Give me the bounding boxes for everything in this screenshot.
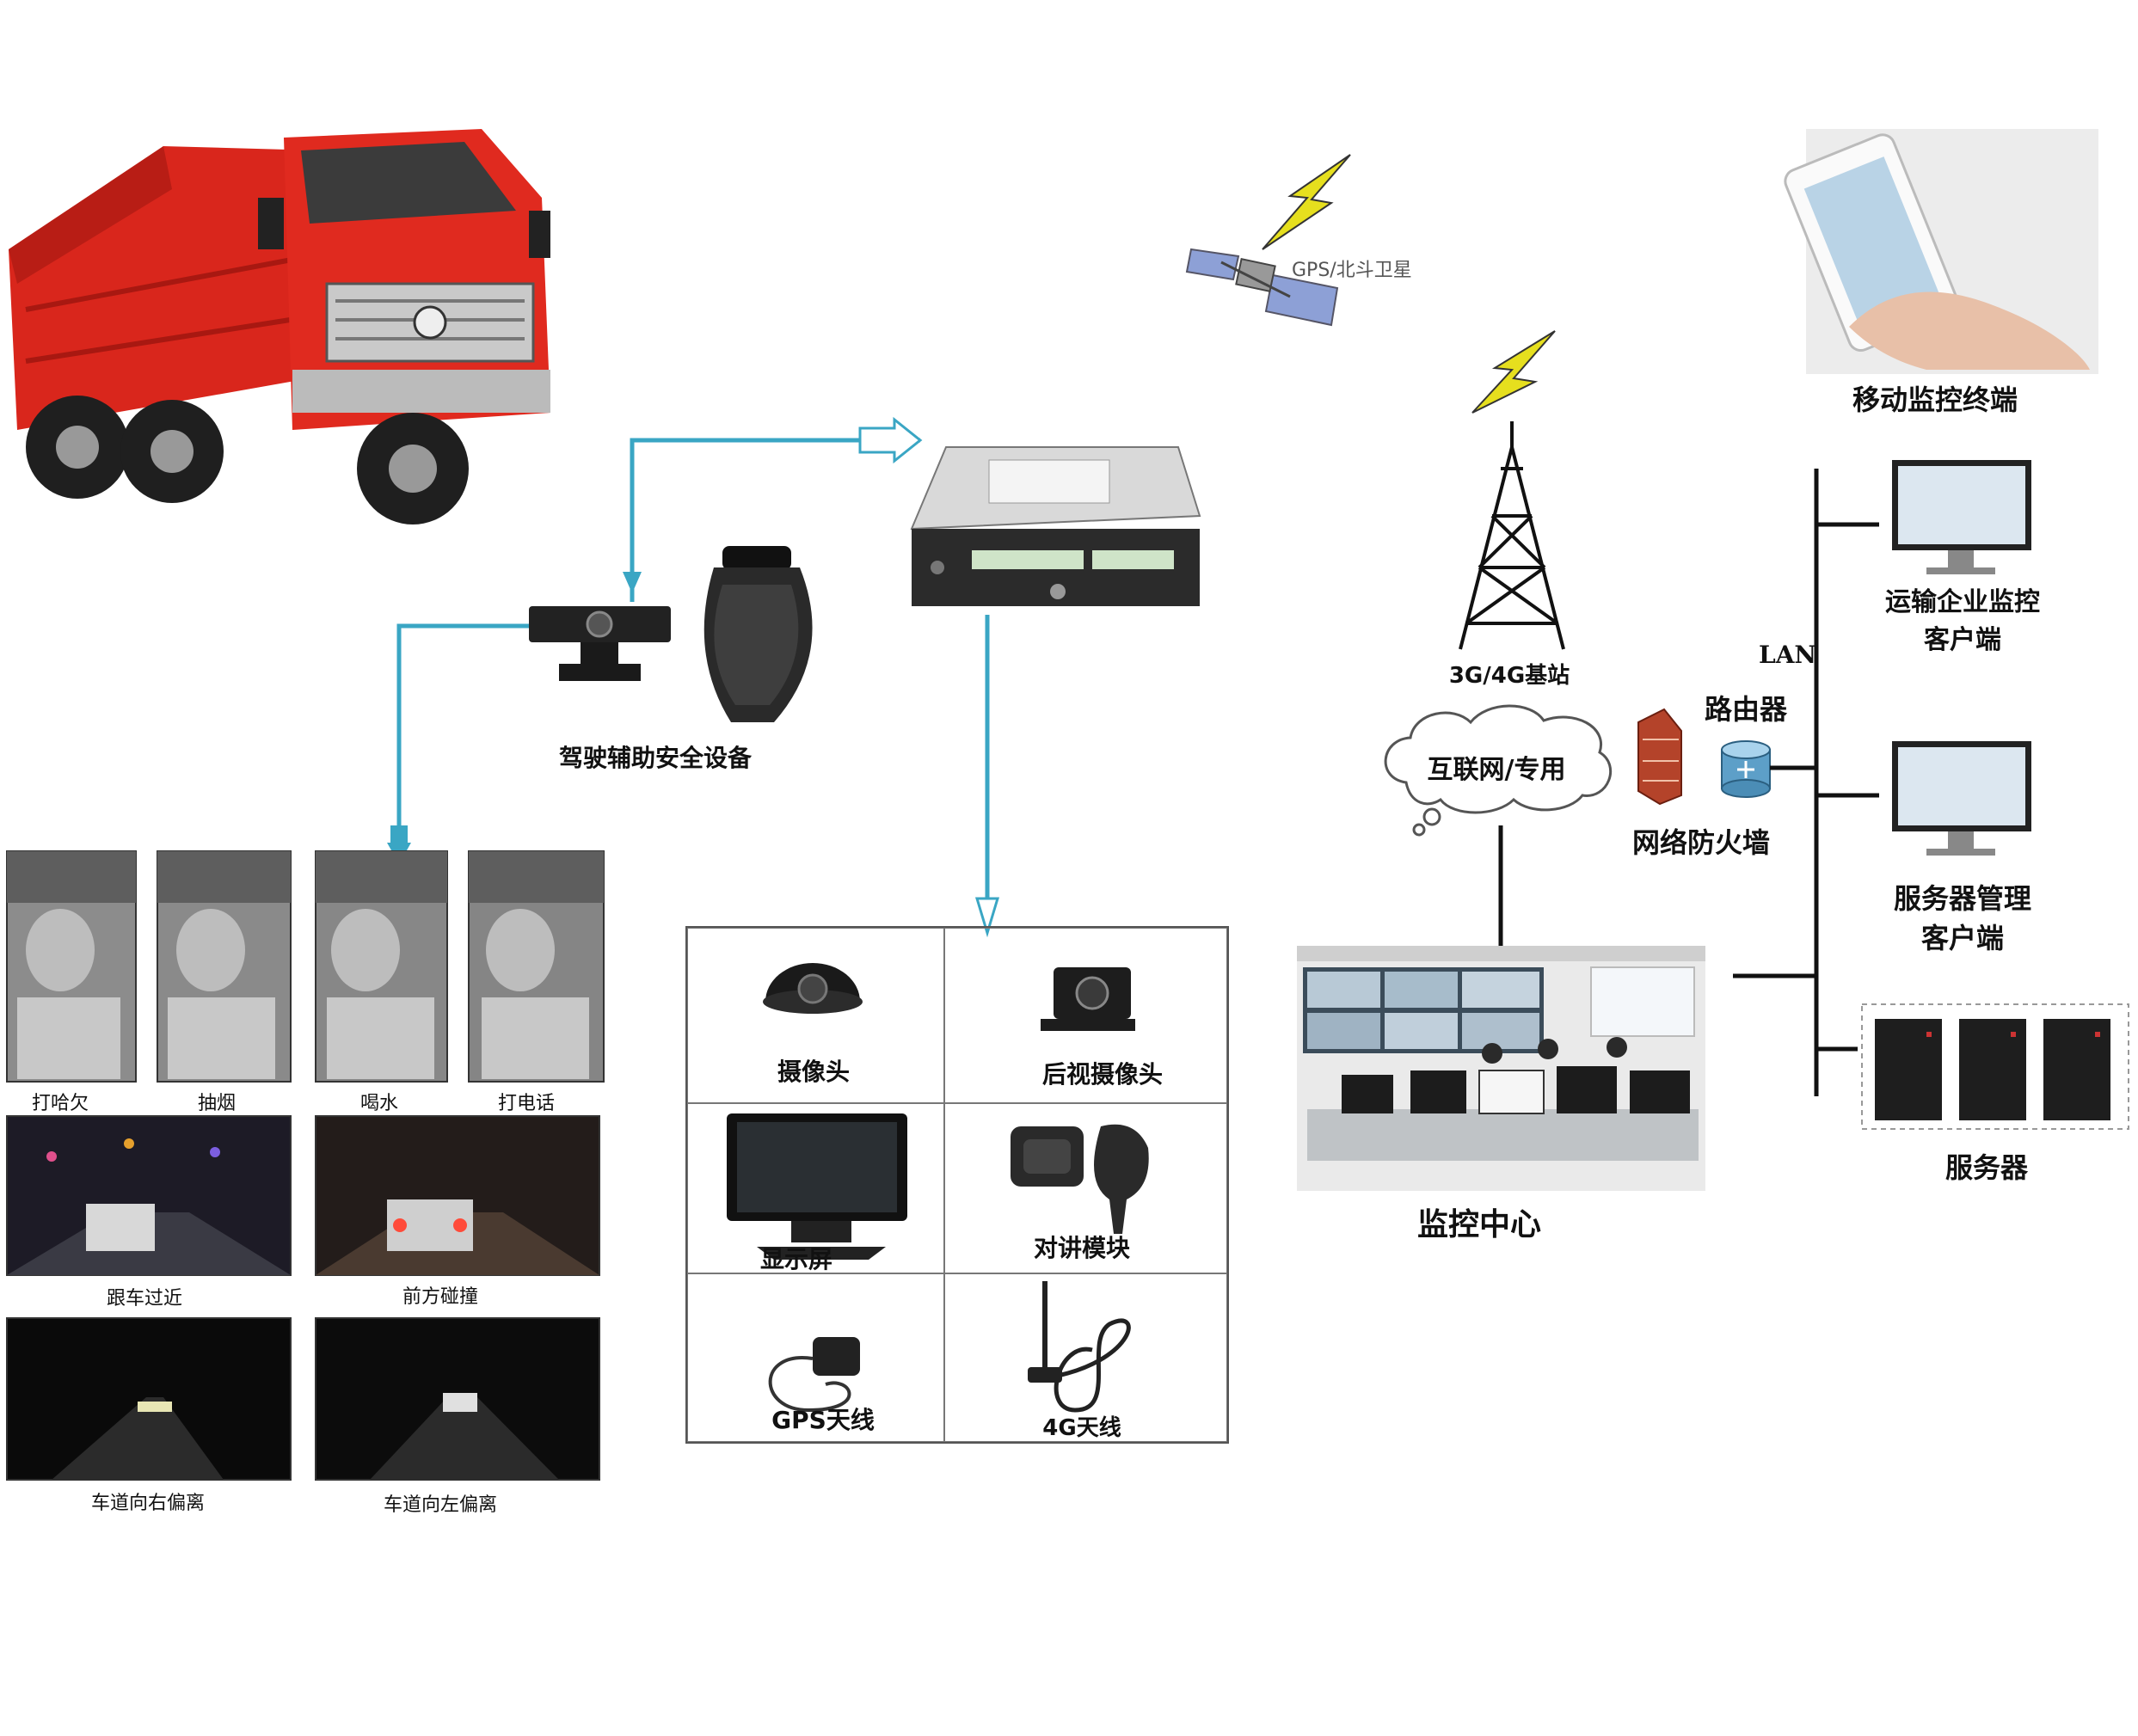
dsm-event-smoke: 抽烟 [197,1093,237,1114]
rear-camera-image [1041,967,1135,1031]
adas-event-lane-left: 车道向左偏离 [383,1494,498,1516]
4g-antenna-image [1028,1281,1131,1413]
display-screen-image [727,1113,907,1260]
adas-device-label: 驾驶辅助安全设备 [558,744,753,772]
peripheral-intercom-label: 对讲模块 [1033,1234,1131,1262]
dsm-event-photos [6,850,605,1083]
grid-cell-4g-antenna [943,1273,1227,1442]
client-server-line1: 服务器管理 [1893,882,2032,915]
satellite-icon [1185,248,1339,327]
adas-event-lane-right: 车道向右偏离 [90,1493,206,1514]
firewall-icon [1637,708,1682,806]
router-icon [1721,740,1771,798]
peripheral-camera-label: 摄像头 [777,1058,851,1086]
intercom-module-image [1011,1124,1149,1234]
client-transport-label: 运输企业监控 客户端 [1885,580,2040,656]
servers-label: 服务器 [1944,1151,2029,1184]
gps-antenna-image [768,1337,860,1413]
mobile-terminal-label: 移动监控终端 [1852,383,2018,416]
client-server-line2: 客户端 [1920,922,2005,954]
grid-cell-rear-camera [943,928,1227,1104]
grid-cell-gps-antenna [687,1273,945,1442]
client-server-label: 服务器管理 客户端 [1894,877,2031,956]
grid-cell-display [687,1102,945,1274]
peripheral-grid [685,926,1229,1444]
dsm-event-yawn: 打哈欠 [31,1093,89,1114]
peripheral-display-label: 显示屏 [759,1245,833,1273]
firewall-label: 网络防火墙 [1631,826,1771,859]
dsm-event-drink: 喝水 [359,1093,399,1114]
monitor-client-transport-icon [1892,460,2031,574]
lightning-icon-tower [1471,330,1556,414]
internet-label: 互联网/专用 [1427,755,1566,785]
peripheral-images [727,963,1149,1413]
peripheral-gps-antenna-label: GPS天线 [771,1406,875,1434]
monitor-client-server-icon [1892,741,2031,856]
adas-camera-image [529,606,671,681]
dsm-device-image [703,546,813,722]
dsm-event-phone: 打电话 [497,1093,556,1114]
monitor-center-photo [1297,946,1705,1191]
base-station-tower-icon [1459,421,1565,650]
adas-event-close-follow: 跟车过近 [106,1288,183,1310]
arrow-to-events [396,623,529,843]
connector-arrows [387,416,1000,938]
client-transport-line2: 客户端 [1924,625,2001,655]
peripheral-rear-camera-label: 后视摄像头 [1041,1060,1164,1089]
dump-truck-image [9,129,550,524]
grid-cell-camera [687,928,945,1104]
adas-event-photos [6,1115,600,1481]
servers-icon [1861,1003,2129,1130]
router-label: 路由器 [1704,693,1788,726]
mdvr-host-image [910,446,1201,606]
lightning-icon-satellite [1262,154,1351,250]
client-transport-line1: 运输企业监控 [1885,587,2040,617]
adas-event-forward-collision: 前方碰撞 [402,1286,479,1308]
monitor-center-label: 监控中心 [1416,1207,1542,1242]
base-station-label: 3G/4G基站 [1448,663,1570,689]
mobile-phone-image [1784,129,2098,374]
network-lines [1498,469,1879,1096]
lan-label: LAN [1759,641,1817,669]
internet-cloud-icon [1384,704,1613,837]
peripheral-4g-antenna-label: 4G天线 [1042,1415,1121,1441]
grid-cell-intercom [943,1102,1227,1274]
satellite-label: GPS/北斗卫星 [1292,260,1412,281]
